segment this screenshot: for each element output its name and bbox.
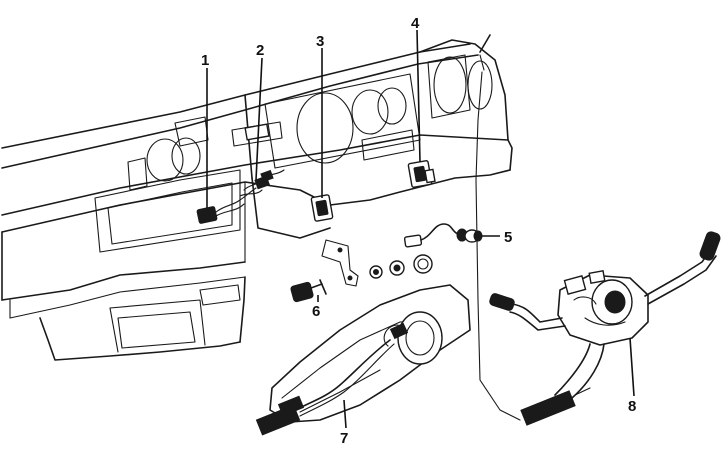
part-2-connector xyxy=(239,169,285,197)
part-8-combination-switch xyxy=(489,231,721,426)
callout-5: 5 xyxy=(504,229,512,246)
mounting-bracket xyxy=(321,239,359,287)
leader-7 xyxy=(343,399,347,429)
part-5-sensor xyxy=(403,223,483,248)
part-6-lock-cylinder xyxy=(290,279,327,303)
callout-8: 8 xyxy=(628,398,636,415)
part-4-switch xyxy=(407,160,436,188)
part-7-column-cover xyxy=(255,284,471,436)
nut-washers xyxy=(369,254,433,279)
part-3-switch xyxy=(310,194,334,222)
callout-1: 1 xyxy=(201,52,209,69)
callout-3: 3 xyxy=(316,33,324,50)
callout-7: 7 xyxy=(340,430,348,447)
leader-2 xyxy=(255,57,263,181)
leader-4 xyxy=(416,29,421,163)
callout-2: 2 xyxy=(256,42,264,59)
callout-6: 6 xyxy=(312,303,320,320)
callout-labels: 1 2 3 4 5 6 7 8 xyxy=(201,15,636,447)
callout-leaders xyxy=(206,29,635,429)
leader-8 xyxy=(629,337,635,397)
callout-4: 4 xyxy=(411,15,420,32)
part-1-switch xyxy=(196,187,257,224)
